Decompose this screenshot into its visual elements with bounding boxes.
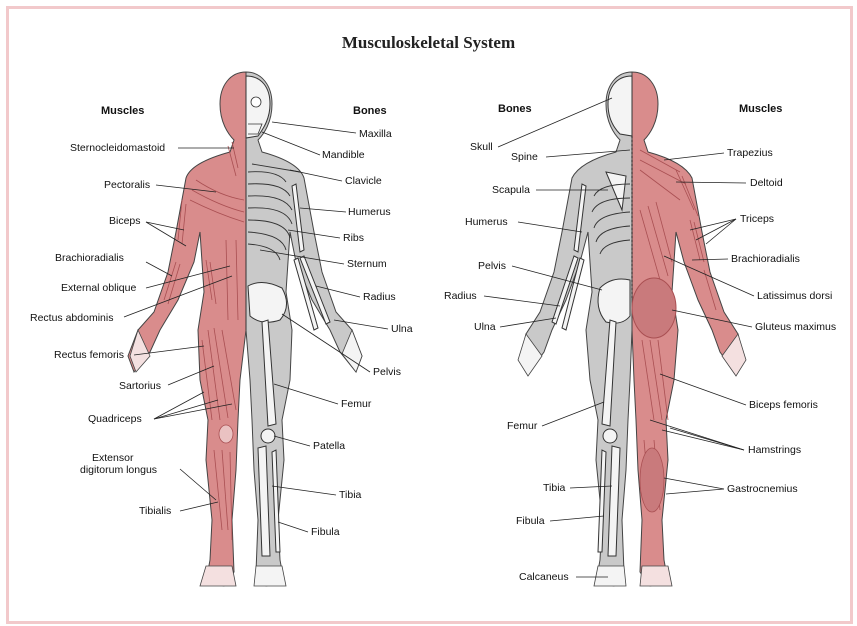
label-fibula: Fibula [311, 526, 340, 538]
label-rectus-abdominis: Rectus abdominis [30, 312, 113, 324]
label-tibia: Tibia [339, 489, 361, 501]
label-back-fibula: Fibula [516, 515, 545, 527]
label-scapula: Scapula [492, 184, 530, 196]
label-humerus: Humerus [348, 206, 391, 218]
front-muscles-header: Muscles [101, 105, 144, 117]
label-back-tibia: Tibia [543, 482, 565, 494]
label-skull: Skull [470, 141, 493, 153]
label-pelvis: Pelvis [373, 366, 401, 378]
label-pectoralis: Pectoralis [104, 179, 150, 191]
back-figure [518, 72, 746, 586]
label-rectus-femoris: Rectus femoris [54, 349, 124, 361]
label-ribs: Ribs [343, 232, 364, 244]
label-gluteus-maximus: Gluteus maximus [755, 321, 836, 333]
label-back-brachioradialis: Brachioradialis [731, 253, 800, 265]
back-bones-header: Bones [498, 103, 532, 115]
label-biceps-femoris: Biceps femoris [749, 399, 818, 411]
label-femur: Femur [341, 398, 371, 410]
label-hamstrings: Hamstrings [748, 444, 801, 456]
label-gastrocnemius: Gastrocnemius [727, 483, 798, 495]
label-trapezius: Trapezius [727, 147, 773, 159]
label-back-ulna: Ulna [474, 321, 496, 333]
label-biceps: Biceps [109, 215, 141, 227]
label-calcaneus: Calcaneus [519, 571, 569, 583]
label-back-radius: Radius [444, 290, 477, 302]
label-sternocleidomastoid: Sternocleidomastoid [70, 142, 165, 154]
front-bones-header: Bones [353, 105, 387, 117]
label-back-femur: Femur [507, 420, 537, 432]
label-patella: Patella [313, 440, 345, 452]
label-tibialis: Tibialis [139, 505, 171, 517]
label-quadriceps: Quadriceps [88, 413, 142, 425]
label-back-pelvis: Pelvis [478, 260, 506, 272]
back-pelvis [598, 279, 630, 323]
front-pelvis [248, 282, 287, 322]
label-ulna: Ulna [391, 323, 413, 335]
label-maxilla: Maxilla [359, 128, 392, 140]
label-extensor: Extensor [92, 452, 133, 464]
label-spine: Spine [511, 151, 538, 163]
label-deltoid: Deltoid [750, 177, 783, 189]
label-back-humerus: Humerus [465, 216, 508, 228]
label-clavicle: Clavicle [345, 175, 382, 187]
label-sartorius: Sartorius [119, 380, 161, 392]
label-mandible: Mandible [322, 149, 365, 161]
label-latissimus-dorsi: Latissimus dorsi [757, 290, 832, 302]
label-sternum: Sternum [347, 258, 387, 270]
label-brachioradialis: Brachioradialis [55, 252, 124, 264]
label-digitorum-longus: digitorum longus [80, 464, 157, 476]
back-muscles-header: Muscles [739, 103, 782, 115]
label-external-oblique: External oblique [61, 282, 136, 294]
label-radius: Radius [363, 291, 396, 303]
label-triceps: Triceps [740, 213, 774, 225]
